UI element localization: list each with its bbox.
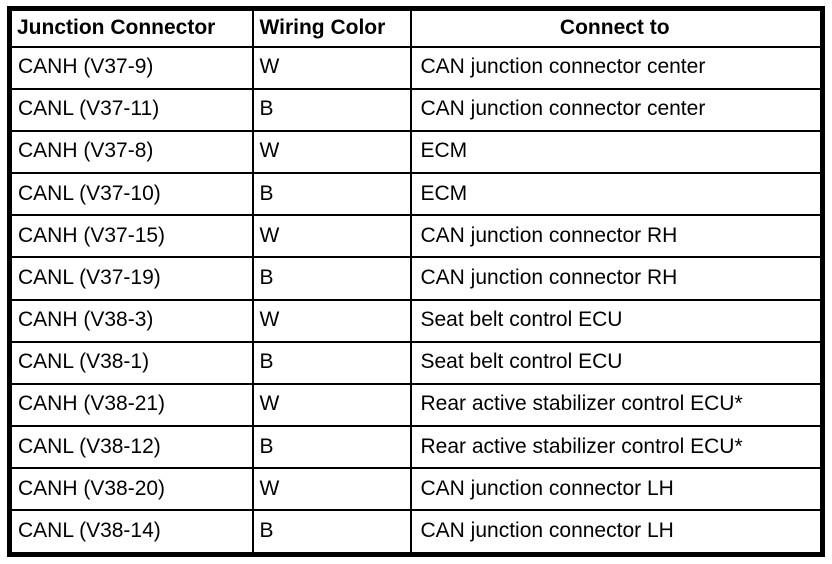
junction-connector-cell: CANH (V38-3) xyxy=(8,298,254,343)
header-junction-connector: Junction Connector xyxy=(8,7,254,48)
table-row: CANL (V37-19) B CAN junction connector R… xyxy=(8,256,824,301)
junction-connector-cell: CANL (V38-12) xyxy=(8,425,254,470)
connect-to-cell: CAN junction connector LH xyxy=(409,509,824,556)
wiring-color-cell: W xyxy=(251,129,412,175)
junction-connector-cell: CANL (V37-10) xyxy=(8,172,254,217)
table-row: CANH (V37-8) W ECM xyxy=(8,129,824,175)
connect-to-cell: CAN junction connector RH xyxy=(409,256,824,301)
wiring-color-cell: B xyxy=(251,340,412,385)
connect-to-cell: Rear active stabilizer control ECU* xyxy=(409,382,824,428)
wiring-color-cell: W xyxy=(251,382,412,428)
table-row: CANL (V37-10) B ECM xyxy=(8,172,824,217)
table-body: CANH (V37-9) W CAN junction connector ce… xyxy=(8,45,824,556)
table-row: CANH (V37-9) W CAN junction connector ce… xyxy=(8,45,824,90)
table-row: CANL (V38-1) B Seat belt control ECU xyxy=(8,340,824,385)
connect-to-cell: CAN junction connector LH xyxy=(409,467,824,512)
header-connect-to: Connect to xyxy=(409,7,824,48)
table-row: CANL (V38-14) B CAN junction connector L… xyxy=(8,509,824,556)
wiring-color-cell: B xyxy=(251,87,412,132)
table-row: CANH (V38-3) W Seat belt control ECU xyxy=(8,298,824,343)
connect-to-cell: ECM xyxy=(409,129,824,175)
header-wiring-color: Wiring Color xyxy=(251,7,412,48)
junction-connector-cell: CANH (V38-20) xyxy=(8,467,254,512)
junction-connector-cell: CANL (V37-19) xyxy=(8,256,254,301)
wiring-color-cell: B xyxy=(251,172,412,217)
connect-to-cell: Rear active stabilizer control ECU* xyxy=(409,425,824,470)
connect-to-cell: CAN junction connector RH xyxy=(409,214,824,259)
table-row: CANH (V37-15) W CAN junction connector R… xyxy=(8,214,824,259)
wiring-color-cell: W xyxy=(251,467,412,512)
junction-connector-cell: CANH (V37-8) xyxy=(8,129,254,175)
table-header-row: Junction Connector Wiring Color Connect … xyxy=(8,7,824,48)
junction-connector-cell: CANH (V38-21) xyxy=(8,382,254,428)
table-row: CANH (V38-21) W Rear active stabilizer c… xyxy=(8,382,824,428)
connect-to-cell: CAN junction connector center xyxy=(409,45,824,90)
wiring-color-cell: W xyxy=(251,298,412,343)
connect-to-cell: Seat belt control ECU xyxy=(409,340,824,385)
wiring-color-cell: W xyxy=(251,45,412,90)
junction-connector-cell: CANL (V38-1) xyxy=(8,340,254,385)
can-wiring-table: Junction Connector Wiring Color Connect … xyxy=(7,6,825,557)
wiring-color-cell: B xyxy=(251,425,412,470)
table-row: CANL (V37-11) B CAN junction connector c… xyxy=(8,87,824,132)
wiring-color-cell: B xyxy=(251,509,412,556)
connect-to-cell: CAN junction connector center xyxy=(409,87,824,132)
connect-to-cell: ECM xyxy=(409,172,824,217)
junction-connector-cell: CANH (V37-15) xyxy=(8,214,254,259)
table-row: CANH (V38-20) W CAN junction connector L… xyxy=(8,467,824,512)
wiring-color-cell: B xyxy=(251,256,412,301)
junction-connector-cell: CANL (V37-11) xyxy=(8,87,254,132)
table-row: CANL (V38-12) B Rear active stabilizer c… xyxy=(8,425,824,470)
connect-to-cell: Seat belt control ECU xyxy=(409,298,824,343)
wiring-color-cell: W xyxy=(251,214,412,259)
junction-connector-cell: CANL (V38-14) xyxy=(8,509,254,556)
junction-connector-cell: CANH (V37-9) xyxy=(8,45,254,90)
